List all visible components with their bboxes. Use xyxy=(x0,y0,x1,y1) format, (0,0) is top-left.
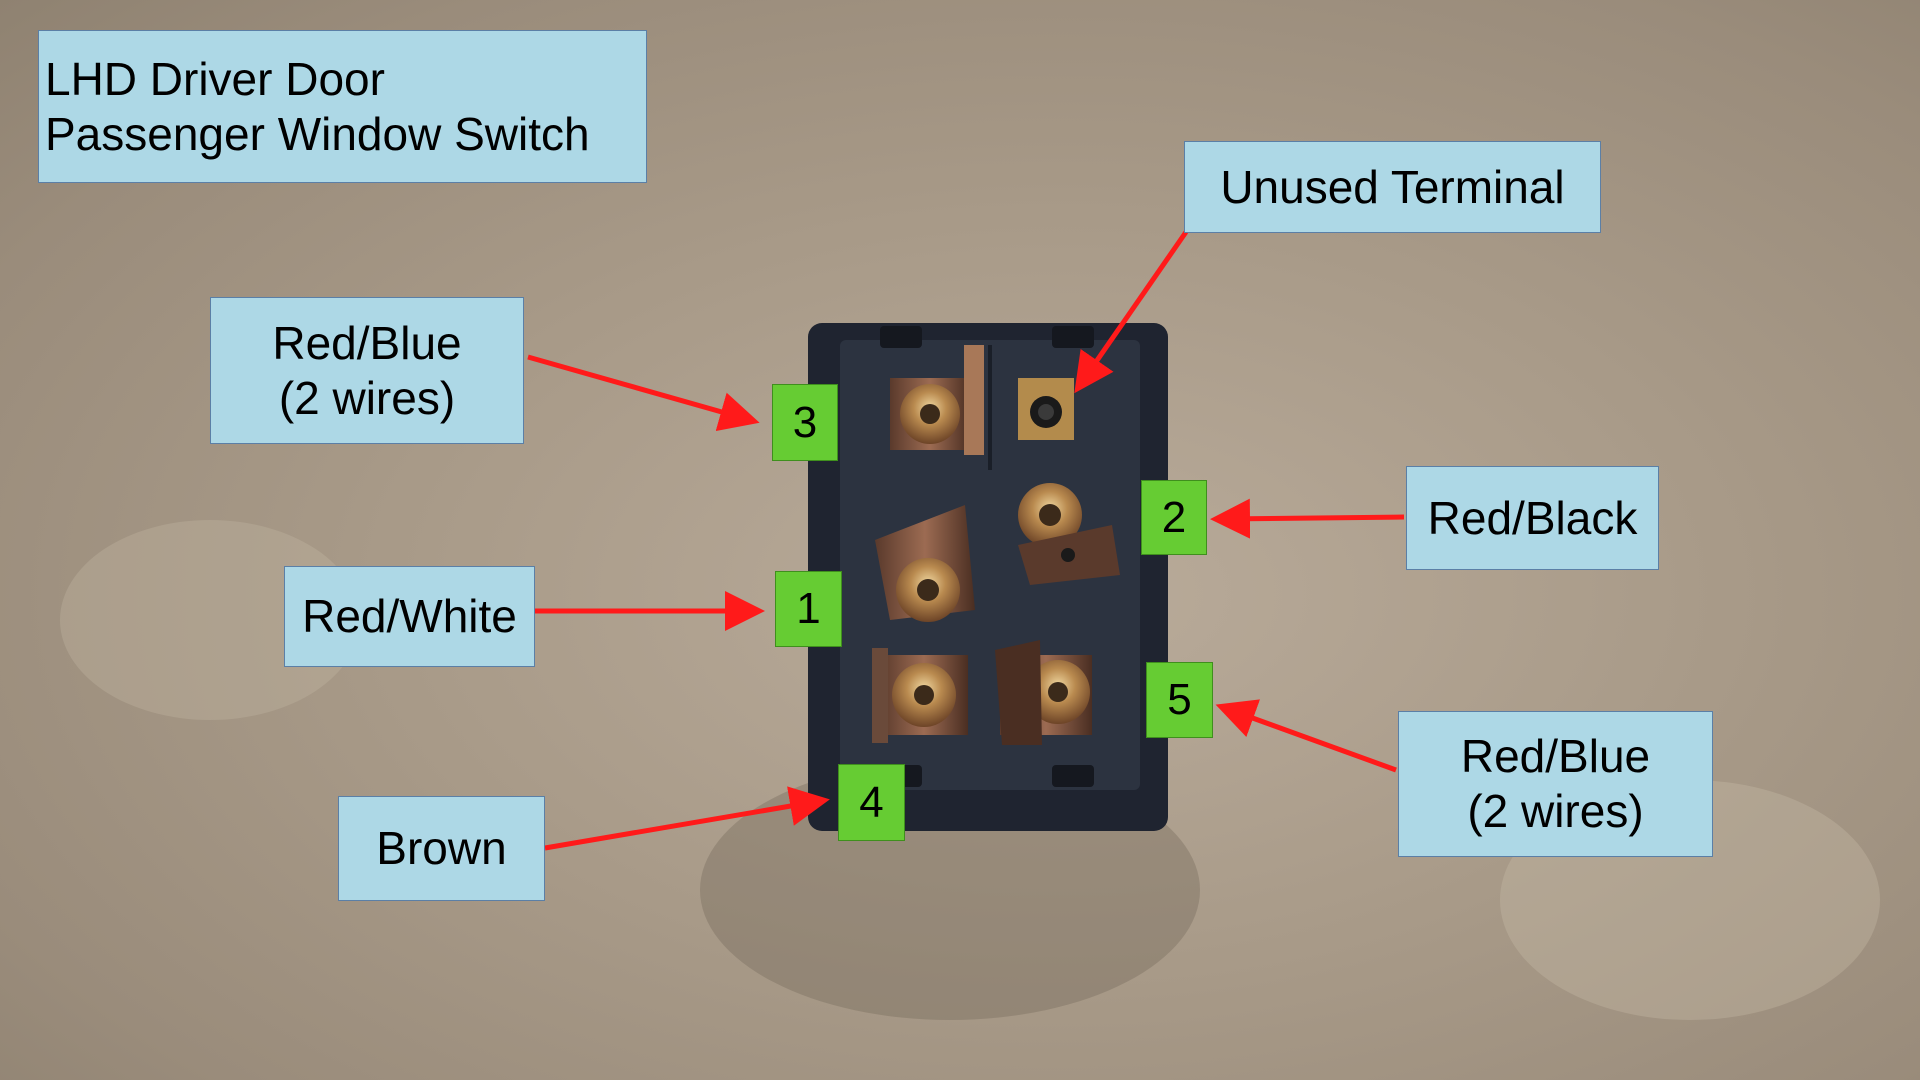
label-5-text: Red/Blue (2 wires) xyxy=(1460,730,1651,837)
terminal-5 xyxy=(995,640,1092,745)
terminal-number-1: 1 xyxy=(775,571,842,647)
label-terminal-5: Red/Blue (2 wires) xyxy=(1398,711,1713,857)
terminal-number-5: 5 xyxy=(1146,662,1213,738)
label-terminal-4: Brown xyxy=(338,796,545,901)
terminal-number-4: 4 xyxy=(838,764,905,841)
title-line1: LHD Driver Door xyxy=(45,52,385,105)
arrow-2 xyxy=(1210,498,1405,539)
terminal-4 xyxy=(872,648,968,743)
label-3-text: Red/Blue (2 wires) xyxy=(272,316,462,424)
label-unused-text: Unused Terminal xyxy=(1220,160,1565,213)
terminal-number-3: 3 xyxy=(772,384,838,461)
label-terminal-3: Red/Blue (2 wires) xyxy=(210,297,524,444)
label-unused-terminal: Unused Terminal xyxy=(1184,141,1601,233)
label-2-text: Red/Black xyxy=(1427,491,1638,544)
terminal-1 xyxy=(875,505,975,622)
terminal-number-2: 2 xyxy=(1141,480,1207,555)
label-1-text: Red/White xyxy=(302,590,517,642)
label-terminal-2: Red/Black xyxy=(1406,466,1659,570)
arrow-3 xyxy=(527,354,760,432)
label-terminal-1: Red/White xyxy=(284,566,535,667)
arrow-5 xyxy=(1215,699,1397,773)
terminal-unused xyxy=(1018,378,1074,440)
title-line2: Passenger Window Switch xyxy=(45,107,590,160)
arrow-4 xyxy=(544,786,830,851)
terminal-2 xyxy=(1018,483,1120,585)
terminal-3 xyxy=(890,345,984,455)
label-4-text: Brown xyxy=(376,822,507,874)
arrow-unused xyxy=(1074,230,1189,394)
